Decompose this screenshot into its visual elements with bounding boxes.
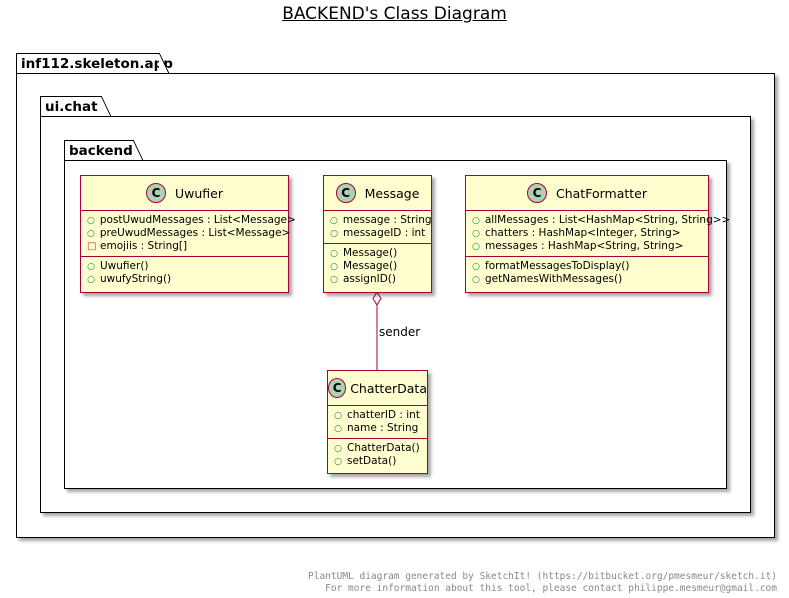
method-row: Uwufier() xyxy=(87,260,288,273)
class-header: C ChatFormatter xyxy=(466,176,708,211)
class-methods: formatMessagesToDisplay() getNamesWithMe… xyxy=(466,256,708,289)
public-visibility-icon xyxy=(330,260,338,274)
package-tab-outer: inf112.skeleton.app xyxy=(16,52,173,74)
method-row: Message() xyxy=(330,247,431,260)
field-row: postUwudMessages : List<Message> xyxy=(87,214,296,228)
footer-contact-note: For more information about this tool, pl… xyxy=(325,583,777,594)
public-visibility-icon xyxy=(330,227,338,241)
method-text: Message() xyxy=(343,247,398,259)
field-text: emojiis : String[] xyxy=(100,240,188,252)
class-fields: message : String messageID : int xyxy=(324,211,432,243)
public-visibility-icon xyxy=(334,442,342,456)
method-text: getNamesWithMessages() xyxy=(485,273,623,285)
class-stereotype-icon: C xyxy=(146,183,166,203)
class-stereotype-icon: C xyxy=(527,183,547,203)
method-row: Message() xyxy=(330,260,431,273)
public-visibility-icon xyxy=(334,455,342,469)
field-row: messages : HashMap<String, String> xyxy=(472,240,708,253)
method-text: assignID() xyxy=(343,273,396,285)
method-text: ChatterData() xyxy=(347,442,420,454)
package-tab-inner: backend xyxy=(64,139,143,161)
class-methods: Uwufier() uwufyString() xyxy=(81,256,288,289)
method-text: Message() xyxy=(343,260,398,272)
field-text: chatterID : int xyxy=(347,409,420,421)
field-row: chatterID : int xyxy=(334,409,427,422)
field-row: messageID : int xyxy=(330,227,431,240)
field-row: message : String xyxy=(330,214,432,228)
public-visibility-icon xyxy=(330,214,338,228)
package-tab-middle: ui.chat xyxy=(40,95,111,117)
method-text: Uwufier() xyxy=(100,260,149,272)
method-text: uwufyString() xyxy=(100,273,172,285)
class-stereotype-icon: C xyxy=(335,183,356,203)
public-visibility-icon xyxy=(472,227,480,241)
package-label-inner: backend xyxy=(69,143,133,159)
field-row: preUwudMessages : List<Message> xyxy=(87,227,291,241)
class-header: C ChatterData xyxy=(328,371,427,406)
class-chatformatter[interactable]: C ChatFormatter allMessages : List<HashM… xyxy=(465,175,730,293)
class-fields: chatterID : int name : String xyxy=(328,406,427,438)
aggregation-diamond xyxy=(372,291,382,306)
field-row: allMessages : List<HashMap<String, Strin… xyxy=(472,214,730,228)
method-row: getNamesWithMessages() xyxy=(472,273,708,286)
method-row: formatMessagesToDisplay() xyxy=(472,260,708,273)
field-row: chatters : HashMap<Integer, String> xyxy=(472,227,708,240)
class-methods: Message() Message() assignID() xyxy=(324,243,431,289)
relation-label: sender xyxy=(379,325,421,339)
class-uwufier[interactable]: C Uwufier postUwudMessages : List<Messag… xyxy=(80,175,296,293)
class-fields: allMessages : List<HashMap<String, Strin… xyxy=(466,211,730,256)
method-row: assignID() xyxy=(330,273,431,286)
class-header: C Uwufier xyxy=(81,176,288,211)
public-visibility-icon xyxy=(330,273,338,287)
field-text: preUwudMessages : List<Message> xyxy=(99,227,291,239)
field-text: messageID : int xyxy=(343,227,426,239)
method-row: uwufyString() xyxy=(87,273,288,286)
footer-generator-note: PlantUML diagram generated by SketchIt! … xyxy=(308,571,777,582)
public-visibility-icon xyxy=(87,273,95,287)
public-visibility-icon xyxy=(87,214,95,228)
field-text: chatters : HashMap<Integer, String> xyxy=(485,227,681,239)
diagram-title: BACKEND's Class Diagram xyxy=(282,4,507,24)
method-text: setData() xyxy=(347,455,397,467)
field-text: postUwudMessages : List<Message> xyxy=(99,214,296,226)
class-methods: ChatterData() setData() xyxy=(328,438,427,471)
field-text: message : String xyxy=(342,214,432,226)
class-chatterdata[interactable]: C ChatterData chatterID : int name : Str… xyxy=(327,370,428,474)
public-visibility-icon xyxy=(472,214,480,228)
method-row: ChatterData() xyxy=(334,442,427,455)
class-stereotype-icon: C xyxy=(328,378,347,398)
public-visibility-icon xyxy=(472,273,480,287)
method-row: setData() xyxy=(334,455,427,468)
private-visibility-icon xyxy=(87,240,95,253)
class-name: ChatterData xyxy=(350,380,427,396)
class-name: ChatFormatter xyxy=(556,185,647,201)
class-name: Message xyxy=(364,185,420,201)
public-visibility-icon xyxy=(472,260,480,274)
field-text: name : String xyxy=(347,422,419,434)
class-message[interactable]: C Message message : String messageID : i… xyxy=(323,175,432,293)
field-text: messages : HashMap<String, String> xyxy=(485,240,684,252)
method-text: formatMessagesToDisplay() xyxy=(485,260,630,272)
field-text: allMessages : List<HashMap<String, Strin… xyxy=(484,214,731,226)
package-label-middle: ui.chat xyxy=(45,99,98,115)
public-visibility-icon xyxy=(87,227,95,241)
class-fields: postUwudMessages : List<Message> preUwud… xyxy=(81,211,296,256)
public-visibility-icon xyxy=(334,409,342,423)
field-row: emojiis : String[] xyxy=(87,240,288,253)
class-header: C Message xyxy=(324,176,431,211)
class-name: Uwufier xyxy=(175,185,223,201)
public-visibility-icon xyxy=(334,422,342,436)
package-label-outer: inf112.skeleton.app xyxy=(21,56,173,72)
public-visibility-icon xyxy=(472,240,480,254)
public-visibility-icon xyxy=(87,260,95,274)
field-row: name : String xyxy=(334,422,427,435)
public-visibility-icon xyxy=(330,247,338,261)
